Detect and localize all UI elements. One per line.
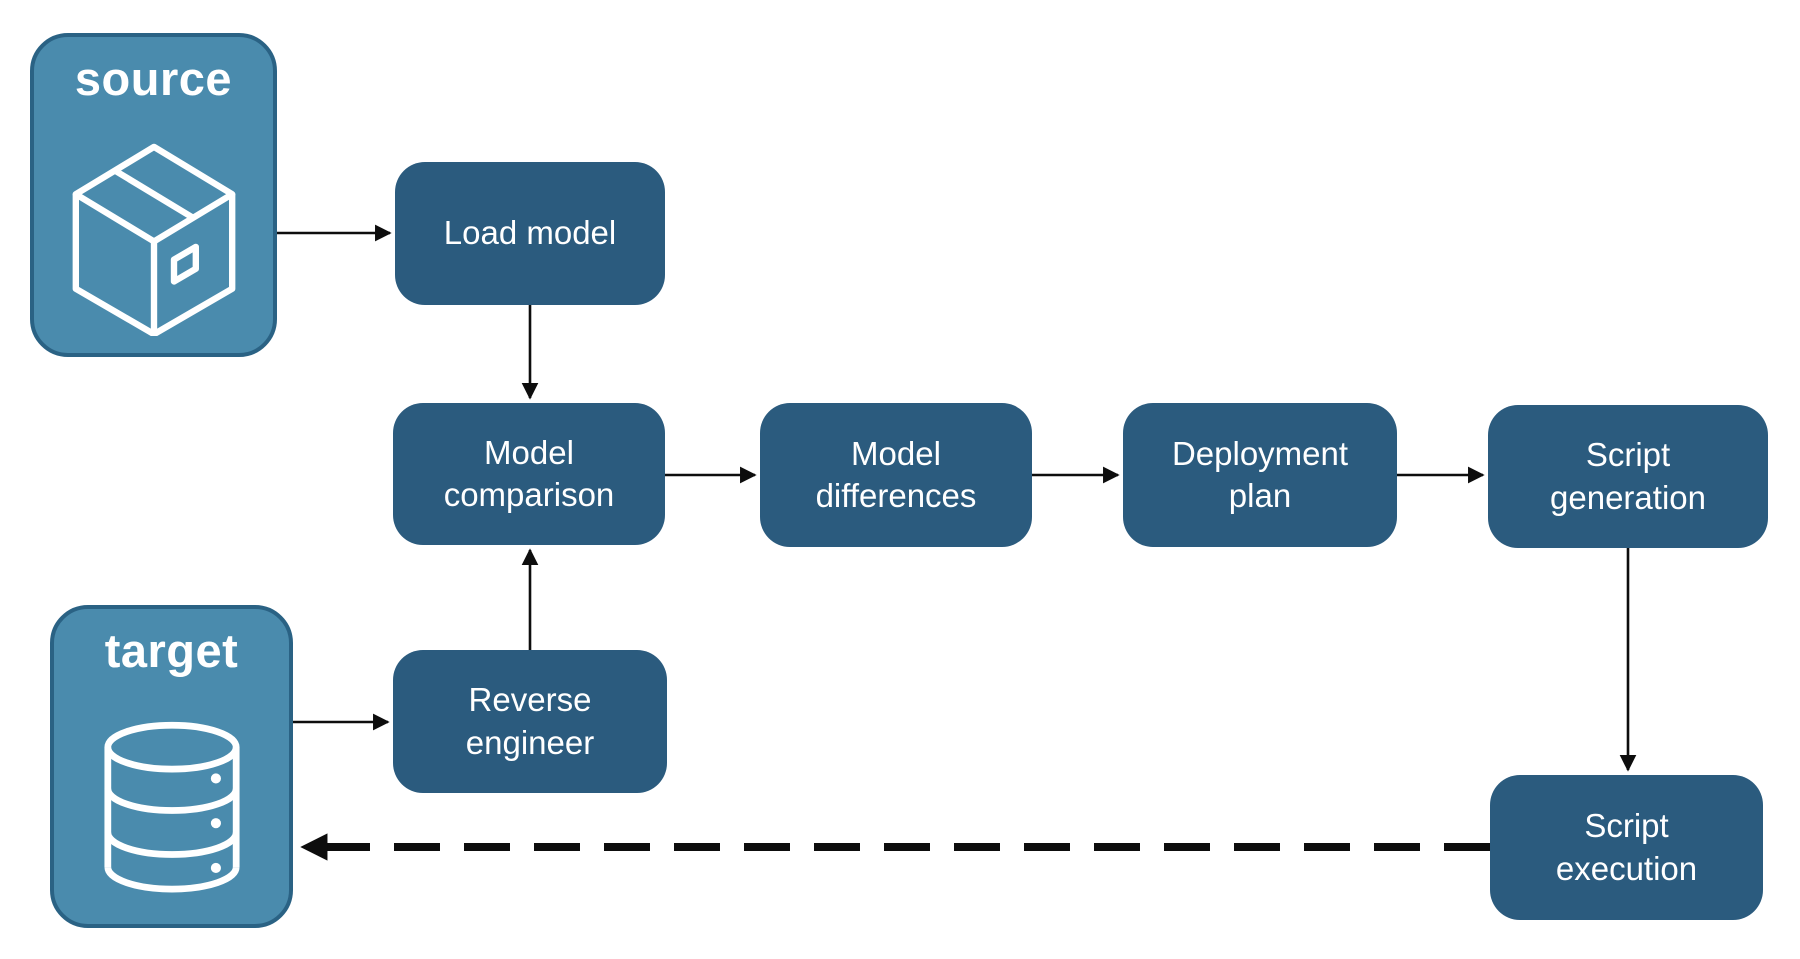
node-model-differences-label: Model differences	[815, 434, 977, 514]
source-container: source	[30, 33, 277, 357]
node-script-generation-label: Script generation	[1550, 436, 1706, 516]
node-reverse-engineer: Reverse engineer	[393, 650, 667, 793]
node-model-comparison: Model comparison	[393, 403, 665, 545]
node-model-differences: Model differences	[760, 403, 1032, 547]
target-container: target	[50, 605, 293, 928]
package-icon	[72, 143, 235, 336]
node-deployment-plan: Deployment plan	[1123, 403, 1397, 547]
node-script-execution-label: Script execution	[1555, 807, 1698, 887]
target-label: target	[104, 624, 239, 677]
node-load-model: Load model	[395, 162, 665, 305]
node-deployment-plan-label: Deployment plan	[1171, 434, 1349, 514]
node-reverse-engineer-label: Reverse engineer	[465, 681, 595, 761]
node-script-generation: Script generation	[1488, 405, 1768, 548]
node-script-execution: Script execution	[1490, 775, 1763, 920]
database-icon	[103, 721, 240, 893]
node-model-comparison-label: Model comparison	[443, 433, 615, 513]
source-label: source	[74, 52, 233, 105]
node-load-model-label: Load model	[443, 214, 617, 252]
